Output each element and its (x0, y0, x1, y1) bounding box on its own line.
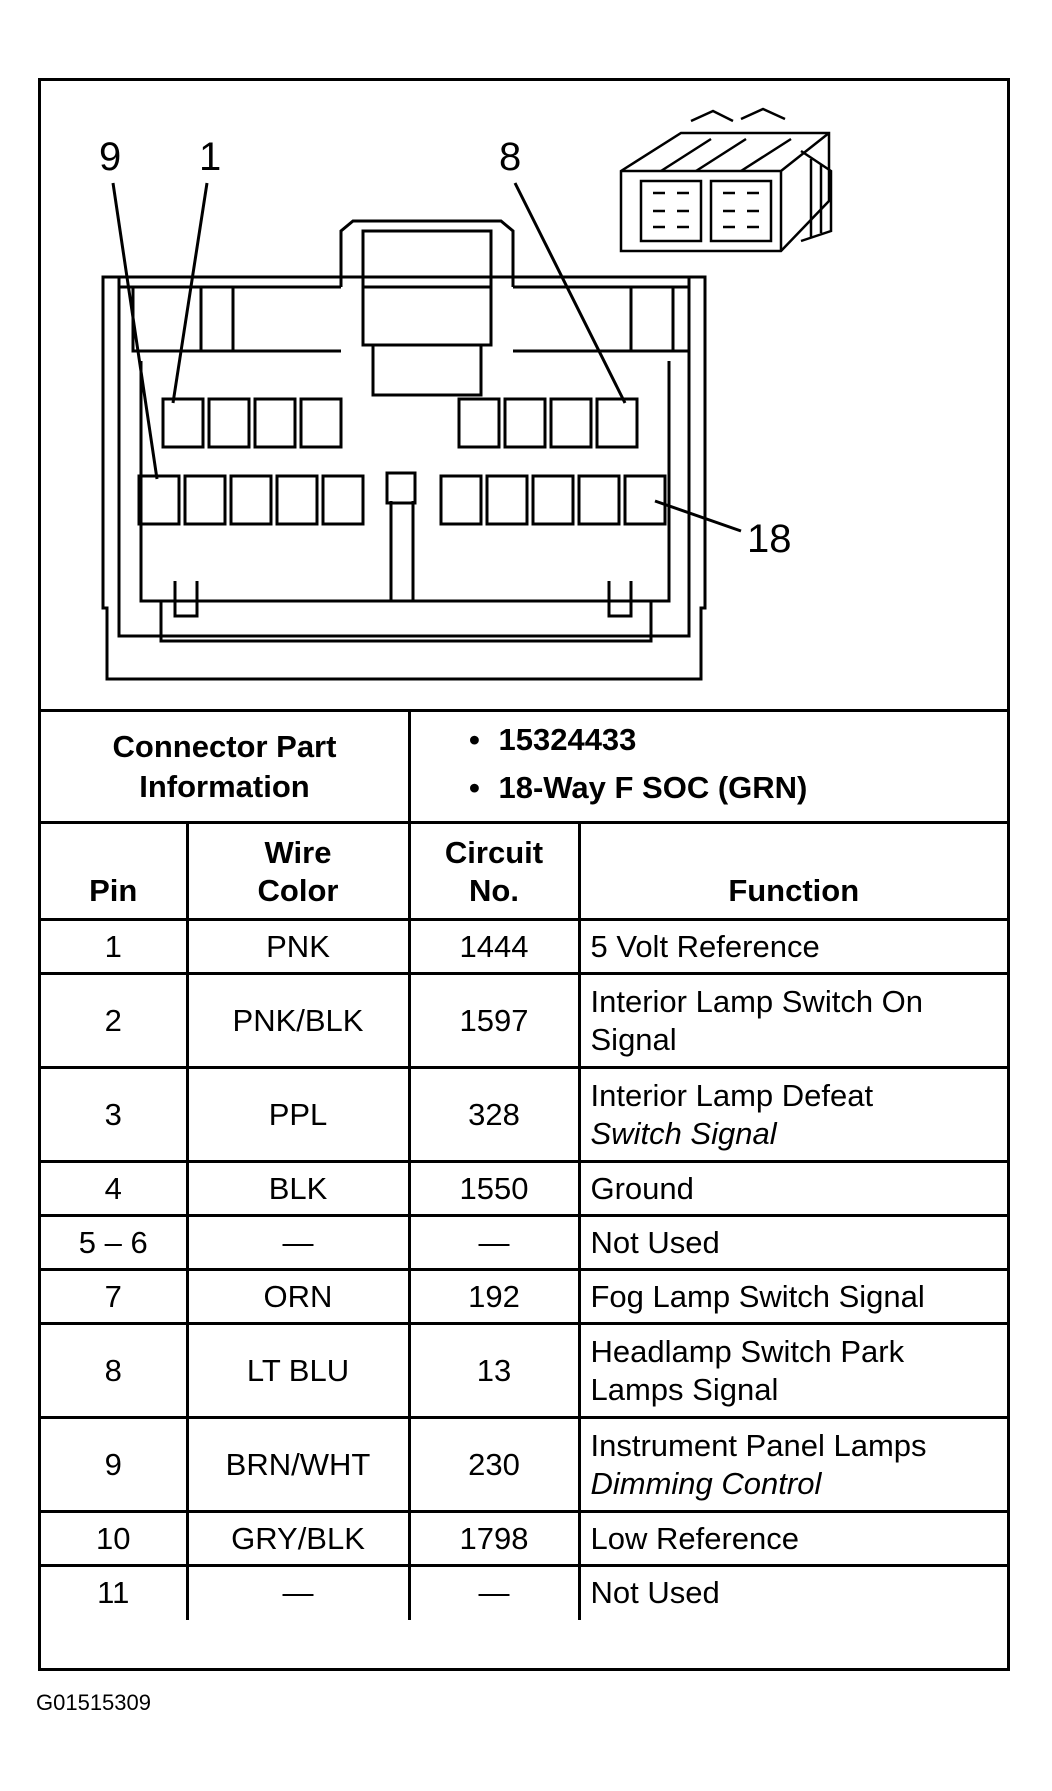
cell-pin: 8 (41, 1322, 189, 1419)
table-row: 5 – 6 — — Not Used (41, 1214, 1007, 1271)
connector-face-drawing (101, 107, 833, 681)
cell-circuit: — (407, 1564, 581, 1620)
cell-wire-color: PNK (185, 918, 411, 975)
cell-circuit: 1444 (407, 918, 581, 975)
cell-circuit: 192 (407, 1268, 581, 1325)
cavity-pin-18 (623, 474, 667, 526)
cell-pin: 1 (41, 918, 189, 975)
connector-description: 18-Way F SOC (GRN) (498, 770, 808, 805)
cavity-pin-1 (161, 397, 205, 449)
cell-pin: 2 (41, 972, 189, 1069)
table-row: 11 — — Not Used (41, 1564, 1007, 1620)
cell-pin: 7 (41, 1268, 189, 1325)
cell-wire-color: PPL (185, 1066, 411, 1163)
part-number: 15324433 (498, 722, 637, 757)
connector-info-label-line1: Connector Part (112, 728, 337, 764)
cavity-pin-8 (595, 397, 639, 449)
cell-function: Ground (577, 1160, 1007, 1217)
cell-pin: 5 – 6 (41, 1214, 189, 1271)
connector-perspective-icon (619, 107, 833, 253)
cell-circuit: 1550 (407, 1160, 581, 1217)
callout-pin-8: 8 (499, 135, 522, 179)
part-number-line: • 15324433 (469, 722, 636, 758)
leader-line-18 (654, 499, 742, 533)
leader-line-9 (111, 182, 159, 480)
callout-pin-18: 18 (747, 517, 792, 561)
cell-wire-color: — (185, 1564, 411, 1620)
cell-circuit: 328 (407, 1066, 581, 1163)
cell-circuit: — (407, 1214, 581, 1271)
cell-wire-color: LT BLU (185, 1322, 411, 1419)
bullet: • (469, 770, 480, 805)
cell-pin: 11 (41, 1564, 189, 1620)
cell-circuit: 13 (407, 1322, 581, 1419)
description-line: • 18-Way F SOC (GRN) (469, 770, 807, 806)
callout-pin-1: 1 (199, 135, 222, 179)
table-row: 4 BLK 1550 Ground (41, 1160, 1007, 1217)
connector-info-values: • 15324433 • 18-Way F SOC (GRN) (411, 712, 1007, 821)
table-row: 7 ORN 192 Fog Lamp Switch Signal (41, 1268, 1007, 1325)
cell-function: Fog Lamp Switch Signal (577, 1268, 1007, 1325)
cell-pin: 3 (41, 1066, 189, 1163)
cell-pin: 4 (41, 1160, 189, 1217)
cell-wire-color: PNK/BLK (185, 972, 411, 1069)
leader-line-8 (513, 182, 627, 404)
callout-pin-9: 9 (99, 135, 122, 179)
cell-pin: 10 (41, 1510, 189, 1567)
table-row: 1 PNK 1444 5 Volt Reference (41, 918, 1007, 975)
cavity-pin-9 (137, 474, 181, 526)
housing-outline (101, 275, 707, 681)
latch-outline (339, 219, 515, 287)
table-row: 10 GRY/BLK 1798 Low Reference (41, 1510, 1007, 1567)
connector-info-label-line2: Information (139, 768, 310, 804)
bullet: • (469, 722, 480, 757)
cell-wire-color: — (185, 1214, 411, 1271)
cell-function: Not Used (577, 1564, 1007, 1620)
header-pin: Pin (41, 821, 189, 921)
figure-code: G01515309 (36, 1690, 151, 1715)
cell-circuit: 1798 (407, 1510, 581, 1567)
header-function: Function (577, 821, 1007, 921)
connector-info-label: Connector Part Information (41, 712, 411, 821)
cell-wire-color: BLK (185, 1160, 411, 1217)
cell-wire-color: ORN (185, 1268, 411, 1325)
cell-wire-color: BRN/WHT (185, 1416, 411, 1513)
connector-info-row: Connector Part Information • 15324433 • … (41, 709, 1007, 821)
cell-circuit: 230 (407, 1416, 581, 1513)
leader-line-1 (171, 182, 209, 404)
cell-function: Low Reference (577, 1510, 1007, 1567)
connector-diagram: 9 1 8 18 (41, 81, 1007, 709)
cell-pin: 9 (41, 1416, 189, 1513)
cell-circuit: 1597 (407, 972, 581, 1069)
cell-function: Not Used (577, 1214, 1007, 1271)
cell-wire-color: GRY/BLK (185, 1510, 411, 1567)
cell-function: 5 Volt Reference (577, 918, 1007, 975)
figure-frame: 9 1 8 18 Connector Part Information • 15… (38, 78, 1010, 1671)
